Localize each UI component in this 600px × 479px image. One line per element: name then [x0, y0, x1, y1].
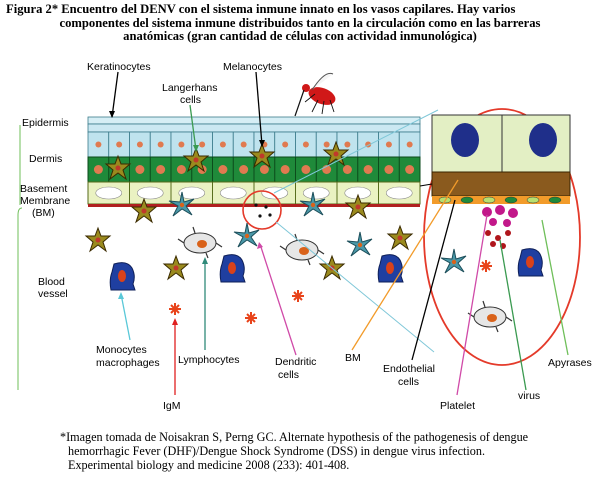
- keratinocyte-nucleus: [406, 141, 413, 148]
- igm-molecule: [244, 311, 258, 325]
- keratinocyte-nucleus: [302, 141, 309, 148]
- dermis-nucleus: [93, 165, 103, 174]
- label-endothelial-1: Endothelial: [383, 363, 435, 375]
- bm-cell-nucleus: [385, 186, 413, 200]
- lymphocyte-cell: [177, 226, 223, 259]
- zoom-apyrase-cell: [548, 196, 562, 204]
- label-melanocytes: Melanocytes: [223, 61, 282, 73]
- dermis-nucleus: [259, 165, 269, 174]
- dermis-nucleus: [156, 165, 166, 174]
- label-virus: virus: [518, 390, 540, 402]
- dermis-layer: [87, 156, 421, 183]
- keratinocyte-nucleus: [344, 141, 351, 148]
- dermis-nucleus: [280, 165, 290, 174]
- figure-title: Figura 2* Encuentro del DENV con el sist…: [6, 2, 594, 44]
- dendritic-cell: [440, 248, 467, 274]
- layer-label-dermis: Dermis: [29, 153, 62, 165]
- label-platelet: Platelet: [440, 400, 475, 412]
- melanocyte-cell: [387, 225, 413, 250]
- callout-lines: [109, 71, 569, 396]
- zoom-apyrase-cell: [526, 196, 540, 204]
- label-dendritic-1: Dendritic: [275, 356, 316, 368]
- zoom-apyrase-cell: [460, 196, 474, 204]
- citation-line-3: Experimental biology and medicine 2008 (…: [68, 458, 350, 472]
- igm-molecule: [168, 302, 182, 316]
- epidermis-layer: [87, 116, 421, 158]
- melanocyte-cell: [85, 227, 111, 252]
- layer-label-blood-2: vessel: [38, 288, 68, 300]
- dermis-nucleus: [384, 165, 394, 174]
- label-apyrases: Apyrases: [548, 357, 592, 369]
- figure-title-line-3: anatómicas (gran cantidad de células con…: [123, 29, 477, 44]
- layer-label-blood-1: Blood: [38, 276, 65, 288]
- label-endothelial-2: cells: [398, 376, 419, 388]
- layer-label-basement-1: Basement: [20, 183, 67, 195]
- dermis-nucleus: [342, 165, 352, 174]
- label-bm: BM: [345, 352, 361, 364]
- dendritic-cell: [233, 222, 260, 248]
- dermis-nucleus: [301, 165, 311, 174]
- label-langerhans-2: cells: [180, 94, 201, 106]
- keratinocyte-nucleus: [136, 141, 143, 148]
- keratinocyte-nucleus: [157, 141, 164, 148]
- citation-line-2: hemorrhagic Fever (DHF)/Dengue Shock Syn…: [68, 444, 485, 458]
- igm-molecule: [479, 259, 493, 273]
- layer-label-basement-2: Membrane: [20, 195, 70, 207]
- label-monocytes-1: Monocytes: [96, 344, 147, 356]
- bm-cell-nucleus: [95, 186, 123, 200]
- label-igm: IgM: [163, 400, 181, 412]
- label-dendritic-2: cells: [278, 369, 299, 381]
- igm-molecule: [291, 289, 305, 303]
- virus-particles-small: [254, 203, 272, 218]
- bm-cell-nucleus: [136, 186, 164, 200]
- keratinocyte-nucleus: [282, 141, 289, 148]
- infection-site-circle: [242, 190, 282, 230]
- keratinocyte-nucleus: [199, 141, 206, 148]
- dermis-nucleus: [239, 165, 249, 174]
- monocyte-cell: [377, 254, 404, 283]
- figure-title-line-2: componentes del sistema inmune distribui…: [59, 15, 541, 30]
- melanocyte-cell: [163, 255, 189, 280]
- dermis-nucleus: [218, 165, 228, 174]
- dendritic-cell: [346, 231, 373, 257]
- dermis-nucleus: [363, 165, 373, 174]
- keratinocyte-nucleus: [219, 141, 226, 148]
- label-langerhans-1: Langerhans: [162, 82, 217, 94]
- bm-cell-nucleus: [302, 186, 330, 200]
- lymphocyte-cell: [467, 300, 513, 333]
- monocyte-cell: [109, 262, 136, 291]
- zoom-virus-particles: [485, 230, 511, 249]
- label-lymphocytes: Lymphocytes: [178, 354, 239, 366]
- layer-label-basement-3: (BM): [32, 207, 55, 219]
- keratinocyte-nucleus: [178, 141, 185, 148]
- zoom-platelets: [482, 205, 518, 227]
- zoom-endothelium: [431, 114, 571, 204]
- keratinocyte-nucleus: [385, 141, 392, 148]
- citation-line-1: *Imagen tomada de Noisakran S, Perng GC.…: [60, 430, 529, 444]
- label-monocytes-2: macrophages: [96, 357, 160, 369]
- figure-title-line-1: Figura 2* Encuentro del DENV con el sist…: [6, 2, 516, 16]
- zoom-circle: [423, 108, 581, 366]
- monocyte-cell: [517, 248, 544, 277]
- keratinocyte-nucleus: [116, 141, 123, 148]
- zoom-apyrase-cell: [482, 196, 496, 204]
- bm-cell-nucleus: [219, 186, 247, 200]
- lymphocyte-cell: [279, 233, 325, 266]
- bm-cell-nucleus: [178, 186, 206, 200]
- mosquito-icon: [294, 72, 336, 117]
- zoom-apyrase-cell: [504, 196, 518, 204]
- dermis-nucleus: [176, 165, 186, 174]
- dermis-nucleus: [135, 165, 145, 174]
- layer-label-epidermis: Epidermis: [22, 117, 69, 129]
- label-keratinocytes: Keratinocytes: [87, 61, 151, 73]
- keratinocyte-nucleus: [240, 141, 247, 148]
- monocyte-cell: [219, 254, 246, 283]
- keratinocyte-nucleus: [95, 141, 102, 148]
- keratinocyte-nucleus: [323, 141, 330, 148]
- dermis-nucleus: [405, 165, 415, 174]
- citation: *Imagen tomada de Noisakran S, Perng GC.…: [60, 430, 595, 472]
